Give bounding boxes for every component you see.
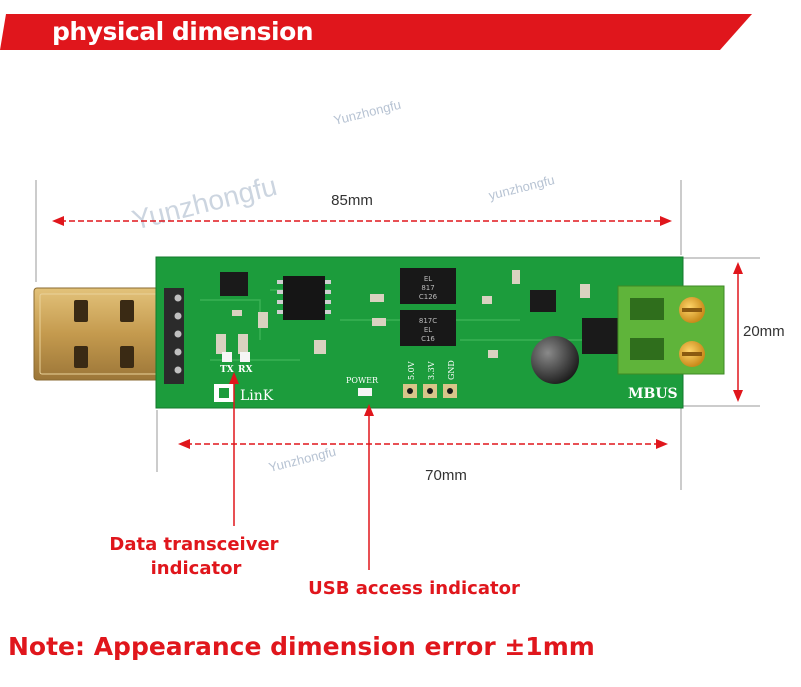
chip2-line2: EL <box>424 326 432 334</box>
optocoupler-1: EL 817 C126 <box>400 268 456 304</box>
port-label: MBUS <box>628 386 678 402</box>
rx-led <box>240 352 250 362</box>
chip1-line3: C126 <box>419 293 438 301</box>
page-title: physical dimension <box>52 17 314 46</box>
dimension-label-length: 85mm <box>331 192 373 209</box>
pin-label-gnd: GND <box>447 360 456 380</box>
power-led <box>358 388 372 396</box>
watermark-bottom: Yunzhongfu <box>267 444 337 475</box>
tx-label: TX <box>220 365 234 375</box>
ic-sot <box>530 290 556 312</box>
callout-usb-led: USB access indicator <box>308 578 520 599</box>
callout-data-led-line1: Data transceiver <box>109 534 278 555</box>
usb-plug <box>33 287 167 381</box>
pcb-board: EL 817 C126 817C EL C16 <box>155 256 684 409</box>
chip2-line1: 817C <box>419 317 437 325</box>
rx-label: RX <box>238 365 252 375</box>
callout-arrow-usb-led <box>364 404 374 416</box>
callout-data-led-line2: indicator <box>151 558 242 579</box>
tolerance-note: Note: Appearance dimension error ±1mm <box>8 632 595 661</box>
ic-8pin <box>277 276 331 320</box>
arrow-85mm-left <box>52 216 64 226</box>
power-label: POWER <box>346 376 379 385</box>
smd-components <box>216 270 590 358</box>
usb-header-pins <box>164 288 184 384</box>
pin-label-3v3: 3.3V <box>427 361 436 380</box>
dimension-label-inner-length: 70mm <box>425 467 467 484</box>
dimension-label-width: 20mm <box>743 323 785 340</box>
arrow-70mm-right <box>656 439 668 449</box>
pin-label-5v: 5.0V <box>407 361 416 380</box>
chip1-line2: 817 <box>421 284 434 292</box>
callout-arrow-data-led <box>229 372 239 384</box>
terminal-block <box>617 285 725 375</box>
pin-header <box>403 384 457 398</box>
ic-small <box>220 272 248 296</box>
watermark-large: Yunzhongfu <box>129 170 280 236</box>
chip1-line1: EL <box>424 275 432 283</box>
arrow-85mm-right <box>660 216 672 226</box>
arrow-20mm-bottom <box>733 390 743 402</box>
arrow-70mm-left <box>178 439 190 449</box>
brand-logo-mark <box>219 388 229 398</box>
tx-led <box>222 352 232 362</box>
arrow-20mm-top <box>733 262 743 274</box>
watermark-right: yunzhongfu <box>487 172 556 203</box>
bridge-rectifier <box>582 318 622 354</box>
chip2-line3: C16 <box>421 335 435 343</box>
capacitor <box>531 336 579 384</box>
banner-shape <box>0 14 752 50</box>
brand-label: LinK <box>240 388 274 404</box>
watermark-top: Yunzhongfu <box>332 97 402 128</box>
section-banner: physical dimension <box>0 14 752 50</box>
optocoupler-2: 817C EL C16 <box>400 310 456 346</box>
